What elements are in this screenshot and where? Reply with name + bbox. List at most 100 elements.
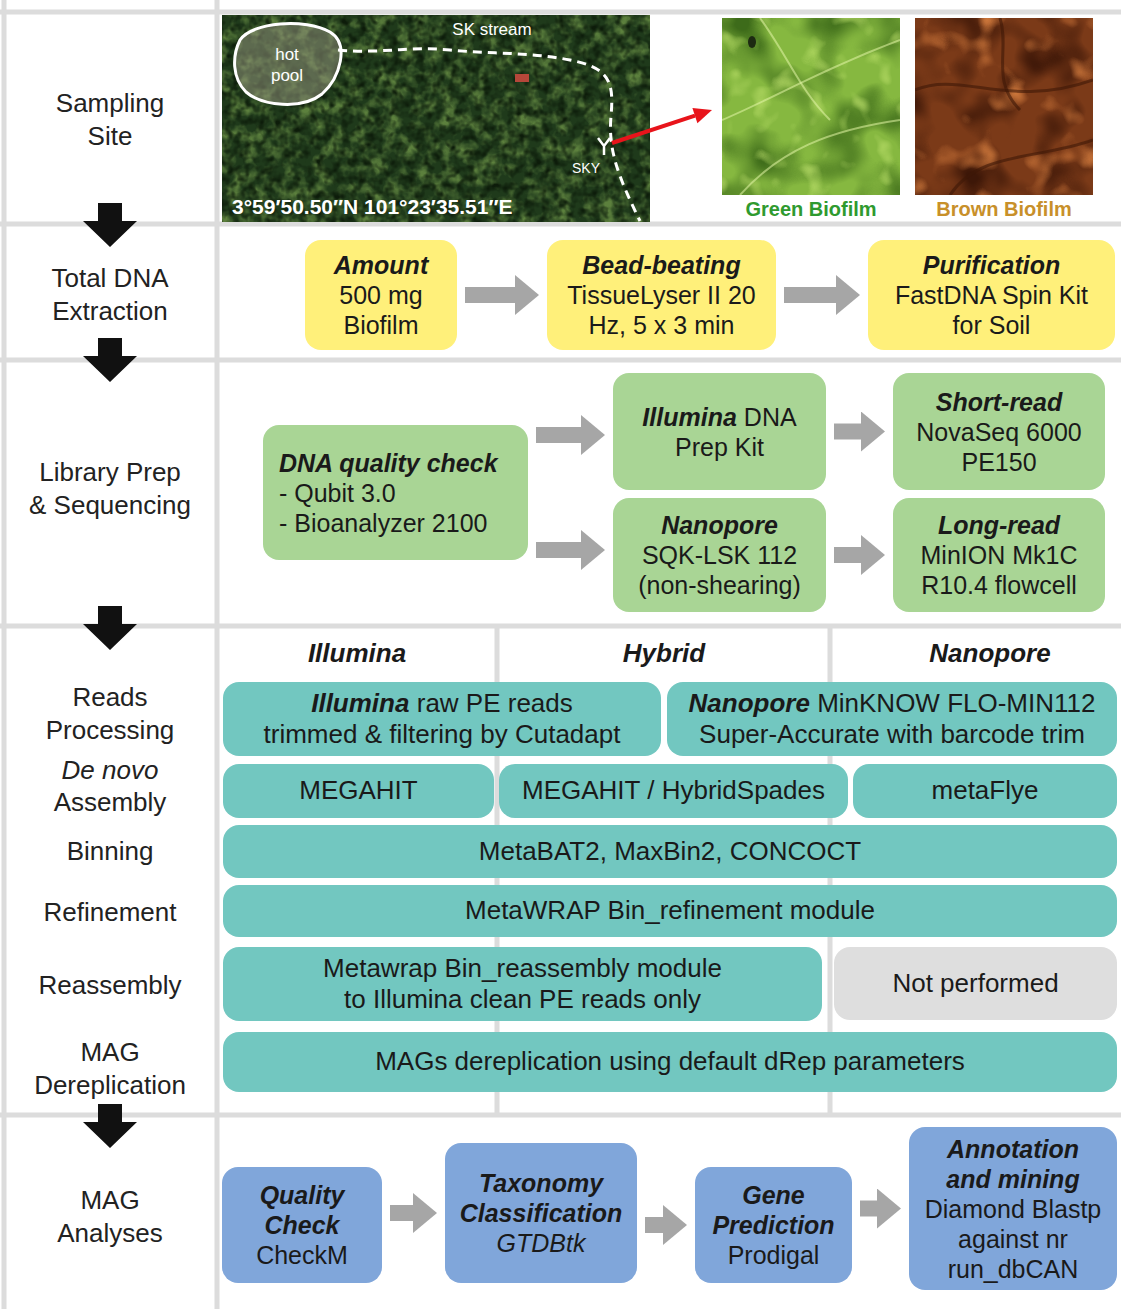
box-heading: Illumina xyxy=(311,688,409,718)
row-heading: Total DNA Extraction xyxy=(45,262,175,327)
map-texture xyxy=(222,15,650,222)
process-box: Taxonomy ClassificationGTDBtk xyxy=(445,1143,637,1283)
flow-arrow xyxy=(536,542,581,558)
box-heading: Annotation and mining xyxy=(923,1134,1103,1194)
process-box: MEGAHIT xyxy=(223,764,494,818)
box-text: metaFlye xyxy=(932,775,1039,806)
column-heading: Hybrid xyxy=(564,637,764,670)
process-box: metaFlye xyxy=(853,764,1117,818)
box-heading: Short-read xyxy=(904,387,1094,417)
down-arrow xyxy=(83,606,137,650)
text-group: Bead-beatingTissueLyser II 20 Hz, 5 x 3 … xyxy=(567,250,757,340)
insect xyxy=(748,36,756,48)
down-arrow xyxy=(83,203,137,247)
down-arrow xyxy=(83,1104,137,1148)
box-heading: Gene Prediction xyxy=(705,1180,842,1240)
box-text: GTDBtk xyxy=(455,1228,627,1258)
flow-arrow xyxy=(536,427,581,443)
leaf-vein xyxy=(722,40,900,120)
box-text: CheckM xyxy=(232,1240,372,1270)
text-group: Amount500 mg Biofilm xyxy=(315,250,447,340)
box-text: trimmed & filtering by Cutadapt xyxy=(264,719,621,750)
flow-arrow xyxy=(645,1217,663,1233)
text-group: Short-readNovaSeq 6000 PE150 xyxy=(904,387,1094,477)
flow-arrow xyxy=(784,287,836,303)
text-group: NanoporeSQK-LSK 112 (non-shearing) xyxy=(625,510,815,600)
process-box: Metawrap Bin_reassembly module to Illumi… xyxy=(223,947,822,1021)
box-heading: Long-read xyxy=(904,510,1094,540)
box-text: MAGs dereplication using default dRep pa… xyxy=(375,1046,965,1077)
site-marker xyxy=(598,138,610,155)
process-box: NanoporeSQK-LSK 112 (non-shearing) xyxy=(613,498,826,612)
photo-ground xyxy=(915,18,1093,195)
box-heading: DNA quality check xyxy=(279,448,498,478)
row-heading: Library Prep xyxy=(10,456,210,489)
flow-arrow xyxy=(834,547,861,563)
row-heading: MAG Analyses xyxy=(45,1184,175,1249)
box-text: - Qubit 3.0 xyxy=(279,478,498,508)
map-label: SK stream xyxy=(437,19,547,40)
text-group: Quality CheckCheckM xyxy=(232,1180,372,1270)
process-box: Short-readNovaSeq 6000 PE150 xyxy=(893,373,1105,490)
text-group: MetaBAT2, MaxBin2, CONCOCT xyxy=(479,836,861,867)
box-heading: Amount xyxy=(315,250,447,280)
text-group: PurificationFastDNA Spin Kit for Soil xyxy=(884,250,1099,340)
box-heading: Quality Check xyxy=(232,1180,372,1240)
box-heading: Nanopore xyxy=(625,510,815,540)
box-text: 500 mg Biofilm xyxy=(315,280,447,340)
process-box: IlluminaDNA Prep Kit xyxy=(613,373,826,490)
process-box: Annotation and miningDiamond Blastp agai… xyxy=(909,1127,1117,1290)
process-box: Bead-beatingTissueLyser II 20 Hz, 5 x 3 … xyxy=(547,240,776,350)
process-box: Long-readMinION Mk1C R10.4 flowcell xyxy=(893,498,1105,612)
flow-arrow xyxy=(390,1205,413,1221)
step-arrows xyxy=(83,203,137,1148)
row-heading: Reassembly xyxy=(10,969,210,1002)
photo-texture xyxy=(915,18,1093,195)
box-text: MinION Mk1C R10.4 flowcell xyxy=(904,540,1094,600)
box-text: MetaBAT2, MaxBin2, CONCOCT xyxy=(479,836,861,867)
box-text: MinKNOW FLO-MIN112 xyxy=(817,688,1095,718)
pointer-arrow-head xyxy=(692,108,712,123)
photo-caption: Green Biofilm xyxy=(721,197,901,222)
flow-arrow xyxy=(860,1201,877,1217)
leaf-veins xyxy=(722,18,900,195)
text-group: MEGAHIT / HybridSpades xyxy=(522,775,825,806)
satellite-map xyxy=(222,15,712,222)
box-heading: Bead-beating xyxy=(567,250,757,280)
fold-line xyxy=(1000,18,1020,110)
box-text: MEGAHIT / HybridSpades xyxy=(522,775,825,806)
flow-arrow xyxy=(834,424,861,440)
hot-pool-outline xyxy=(235,24,341,105)
box-text: Prodigal xyxy=(705,1240,842,1270)
box-text: FastDNA Spin Kit for Soil xyxy=(884,280,1099,340)
map-label: hot pool xyxy=(262,44,312,87)
box-text: Diamond Blastp against nr run_dbCAN xyxy=(923,1194,1103,1284)
box-text: NovaSeq 6000 PE150 xyxy=(904,417,1094,477)
box-heading: Nanopore xyxy=(689,688,810,718)
text-group: IlluminaDNA Prep Kit xyxy=(625,402,815,462)
down-arrow xyxy=(83,338,137,382)
text-group: Long-readMinION Mk1C R10.4 flowcell xyxy=(904,510,1094,600)
green-biofilm-photo xyxy=(722,18,900,195)
process-box: MEGAHIT / HybridSpades xyxy=(499,764,848,818)
box-text: SQK-LSK 112 (non-shearing) xyxy=(625,540,815,600)
fold-line xyxy=(950,140,1093,195)
box-text: Not performed xyxy=(892,968,1058,999)
photo-caption: Brown Biofilm xyxy=(914,197,1094,222)
grid-line xyxy=(0,624,1121,629)
row-heading: Refinement xyxy=(10,896,210,929)
box-text: Metawrap Bin_reassembly module to Illumi… xyxy=(318,953,728,1015)
map-texture xyxy=(222,15,650,222)
brown-biofilm-photo xyxy=(915,18,1093,195)
text-group: Metawrap Bin_reassembly module to Illumi… xyxy=(318,953,728,1015)
text-group: Annotation and miningDiamond Blastp agai… xyxy=(923,1134,1103,1284)
box-text: TissueLyser II 20 Hz, 5 x 3 min xyxy=(567,280,757,340)
column-heading: Illumina xyxy=(257,637,457,670)
photo-ground xyxy=(722,18,900,195)
map-ground xyxy=(222,15,650,222)
text-group: NanoporeMinKNOW FLO-MIN112Super-Accurate… xyxy=(689,688,1096,750)
box-text: Super-Accurate with barcode trim xyxy=(689,719,1096,750)
row-heading: MAG Dereplication xyxy=(23,1036,198,1101)
